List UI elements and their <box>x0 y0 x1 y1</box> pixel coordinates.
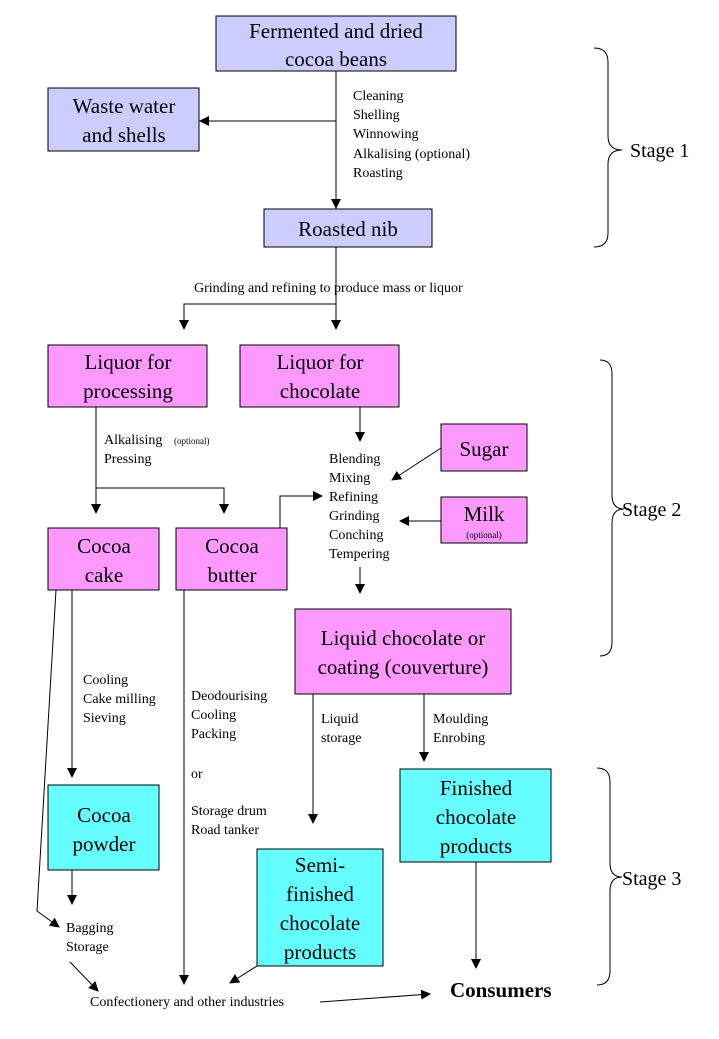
stage1-brace <box>593 47 623 248</box>
box-milk: Milk (optional) <box>440 496 528 544</box>
industries-label: Confectionery and other industries <box>90 995 284 1010</box>
arrow-sugar <box>391 447 442 481</box>
grinding-step: Grinding and refining to produce mass or… <box>194 281 463 296</box>
bagging-steps: Bagging Storage <box>66 921 117 955</box>
stage2-label: Stage 2 <box>622 499 681 521</box>
arrow-semi-to-industries <box>229 965 258 984</box>
arrow-butter-to-refining <box>279 491 323 528</box>
moulding-steps: Moulding Enrobing <box>433 712 492 746</box>
stage1-steps: Cleaning Shelling Winnowing Alkalising (… <box>353 89 474 181</box>
butter-steps: Deodourising Cooling Packing or Storage … <box>191 689 271 838</box>
stage3-label: Stage 3 <box>622 868 681 890</box>
pressing-optional-note: (optional) <box>174 436 210 446</box>
stage3-brace <box>596 767 623 986</box>
arrow-nib-to-liquor-processing <box>179 303 336 330</box>
flow-arrows <box>36 71 481 1003</box>
svg-text:(optional): (optional) <box>466 530 502 540</box>
consumers-label: Consumers <box>450 978 552 1002</box>
pressing-steps: Alkalising Pressing <box>104 433 166 467</box>
box-sugar: Sugar <box>440 423 528 472</box>
chocolate-steps: Blending Mixing Refining Grinding Conchi… <box>329 452 389 562</box>
powder-steps: Cooling Cake milling Sieving <box>83 673 159 726</box>
stage2-brace <box>599 359 625 657</box>
svg-text:Sugar: Sugar <box>460 437 509 461</box>
svg-text:Roasted nib: Roasted nib <box>298 217 398 241</box>
liquid-storage-step: Liquid storage <box>321 712 362 746</box>
stage1-label: Stage 1 <box>630 140 689 162</box>
arrow-industries-to-consumers <box>319 989 431 1003</box>
arrow-to-cocoa-butter <box>96 487 229 514</box>
box-roasted-nib: Roasted nib <box>263 208 433 248</box>
arrow-cake-to-bagging <box>36 589 60 928</box>
svg-text:Milk: Milk <box>464 502 505 526</box>
arrow-bagging-to-industries <box>69 961 99 992</box>
